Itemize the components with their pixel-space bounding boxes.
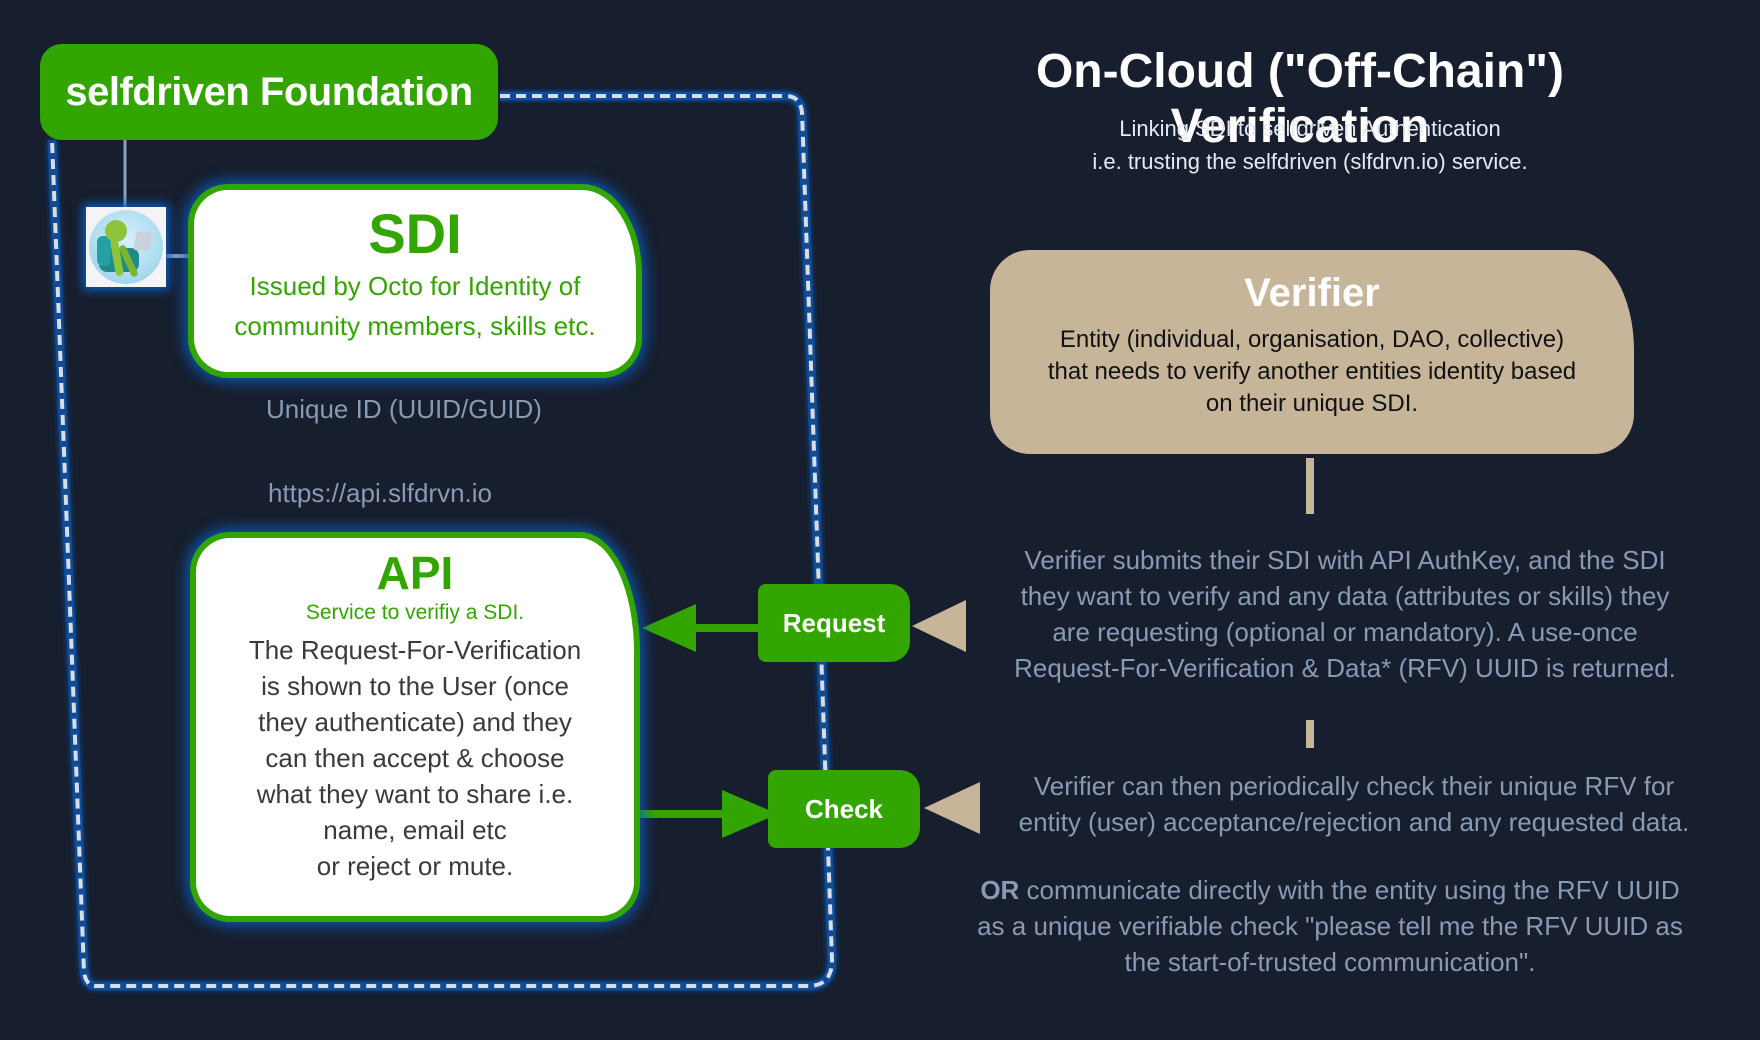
verifier-body-line: that needs to verify another entities id… — [1047, 358, 1577, 385]
request-label: Request — [782, 607, 886, 638]
alternative-step-line: as a unique verifiable check "please tel… — [977, 911, 1683, 941]
request-arrow-head — [642, 604, 696, 652]
sdi-card: SDI Issued by Octo for Identity of commu… — [188, 184, 642, 378]
request-step-description: Verifier submits their SDI with API Auth… — [970, 542, 1720, 686]
check-pointer-icon — [924, 782, 980, 834]
api-body-line: name, email etc — [323, 815, 507, 845]
check-step-line: Verifier can then periodically check the… — [1033, 771, 1675, 801]
verifier-body: Entity (individual, organisation, DAO, c… — [990, 324, 1634, 420]
sdi-unique-id-caption: Unique ID (UUID/GUID) — [266, 394, 542, 424]
check-arrow-head — [722, 790, 778, 838]
diagram-subtitle: Linking SDI to selfdriven Authentication… — [960, 112, 1660, 178]
verifier-title: Verifier — [1244, 271, 1380, 315]
check-step-line: entity (user) acceptance/rejection and a… — [1018, 807, 1690, 837]
request-step-line: Verifier submits their SDI with API Auth… — [1024, 545, 1666, 575]
api-body: The Request-For-Verification is shown to… — [196, 632, 634, 884]
api-body-line: what they want to share i.e. — [256, 779, 574, 809]
api-title: API — [376, 547, 454, 599]
sdi-subtitle-line-2: community members, skills etc. — [234, 311, 596, 341]
verifier-card: Verifier Entity (individual, organisatio… — [990, 250, 1634, 454]
request-step-line: Request-For-Verification & Data* (RFV) U… — [1014, 653, 1676, 683]
alternative-or-label: OR — [980, 875, 1020, 905]
alternative-step-description: OR communicate directly with the entity … — [940, 872, 1720, 980]
api-card: API Service to verifiy a SDI. The Reques… — [190, 532, 640, 922]
sdi-title: SDI — [368, 202, 462, 265]
api-subtitle: Service to verifiy a SDI. — [305, 601, 525, 624]
alternative-step-line: communicate directly with the entity usi… — [1019, 875, 1680, 905]
octopus-avatar-icon — [86, 207, 166, 287]
api-body-line: they authenticate) and they — [258, 707, 572, 737]
verifier-body-line: on their unique SDI. — [1205, 390, 1419, 417]
foundation-header: selfdriven Foundation — [40, 44, 498, 140]
api-url[interactable]: https://api.slfdrvn.io — [268, 478, 492, 508]
check-button[interactable]: Check — [768, 770, 920, 848]
api-body-line: or reject or mute. — [316, 851, 514, 881]
api-body-line: can then accept & choose — [265, 743, 565, 773]
request-step-line: they want to verify and any data (attrib… — [1020, 581, 1670, 611]
foundation-label: selfdriven Foundation — [65, 69, 473, 114]
check-step-description: Verifier can then periodically check the… — [984, 768, 1724, 840]
alternative-step-line: the start-of-trusted communication". — [1124, 947, 1536, 977]
verifier-body-line: Entity (individual, organisation, DAO, c… — [1059, 326, 1565, 353]
diagram-title: On-Cloud ("Off-Chain") Verification — [1035, 45, 1565, 153]
api-body-line: The Request-For-Verification — [248, 635, 582, 665]
sdi-subtitle-line-1: Issued by Octo for Identity of — [249, 271, 581, 301]
api-body-line: is shown to the User (once — [261, 671, 569, 701]
check-label: Check — [804, 793, 884, 824]
step-connector — [1306, 720, 1314, 748]
diagram-subtitle-line: Linking SDI to selfdriven Authentication — [1119, 116, 1501, 141]
request-step-line: are requesting (optional or mandatory). … — [1052, 617, 1638, 647]
request-pointer-icon — [912, 600, 966, 652]
diagram-subtitle-line: i.e. trusting the selfdriven (slfdrvn.io… — [1092, 149, 1528, 174]
request-button[interactable]: Request — [758, 584, 910, 662]
verifier-connector — [1306, 458, 1314, 514]
